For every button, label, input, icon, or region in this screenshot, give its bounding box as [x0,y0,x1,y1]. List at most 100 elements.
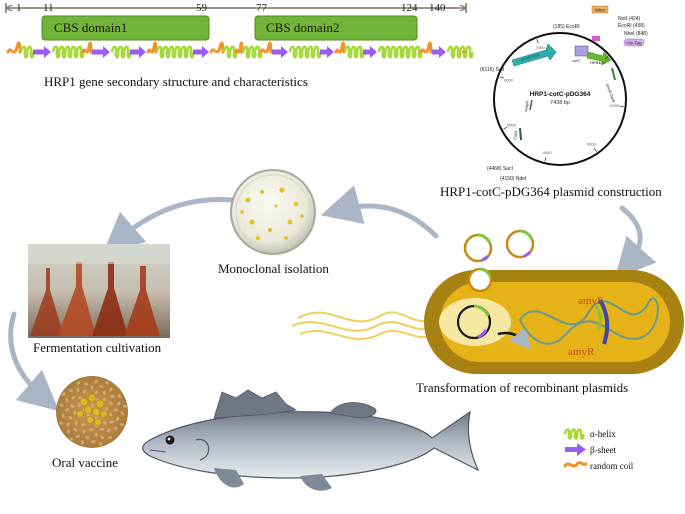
site-noti-424: NotI (424) [618,16,641,22]
fish-body [141,410,480,479]
amyf-label: amyF [578,295,603,307]
petri-dish: Monoclonal isolation [218,169,329,276]
feed-pellet [70,404,75,408]
arrow-plasmid-to-transformation [614,205,657,279]
alpha-helix-segment [241,45,263,59]
bacterial-cell: amyF amyR Transformation of recombinant … [291,270,684,395]
legend-helix-icon [563,428,585,440]
beta-sheet-segment [92,46,110,58]
alpha-helix-segment [446,45,474,59]
plasmid-scale-label: 4000 [543,150,553,155]
bacterial-chromosome [518,297,659,345]
plasmid-scale-label: 3000 [587,142,597,147]
arrow-transformation-to-monoclonal [320,185,439,239]
beta-sheet-segment [320,46,334,58]
random-coil-segment [419,41,433,54]
dorsal-fin-front [213,389,298,419]
feed-pellet [68,416,73,420]
feed-pellet [109,401,113,406]
alpha-helix-segment [343,45,365,59]
beta-sheet-segment [363,46,377,58]
feed-pellet [61,413,65,419]
feed-pellet [91,440,96,444]
plasmid-name: HRP1-cotC-pDG364 [530,91,591,98]
alpha-helix-segment [110,45,132,59]
plasmid-map: HRP1-cotC-pDG364 7438 bp (185) EcoRI Not… [440,5,662,199]
plasmid-scale-label: 6000 [504,77,514,82]
legend-sheet-icon [565,443,586,456]
arrow-fermentation-to-vaccine [8,311,60,412]
feed-pellet [66,422,71,426]
beta-sheet-segment [432,46,446,58]
feed-pellet [76,387,80,393]
flagellum-1 [297,311,431,323]
petri-dish-plate [230,169,316,255]
feed-pellet [107,428,111,433]
oral-vaccine-label: Oral vaccine [52,455,118,470]
alpha-helix-segment [222,45,238,59]
feed-pellet [120,411,124,416]
beta-sheet-segment [193,46,209,58]
legend-coil-label: random coil [590,461,634,471]
feed-pellet [59,403,64,407]
feed-pellet [89,428,94,432]
feature-label-ampr: AmpR [523,100,530,112]
random-coil-segment [209,41,225,54]
random-coil-segment [334,41,346,54]
feed-pellet [109,420,114,424]
fish-eye [165,435,175,445]
tick-label-59: 59 [196,2,208,14]
feed-pellet [78,396,83,400]
alpha-helix-segment [51,45,85,59]
cbs-domain2-box [254,15,418,41]
site-sali-6116: (6116) SalI [480,67,504,73]
vaccine-granules [76,393,108,426]
feed-pellet [100,435,105,440]
random-coil-segment [6,41,22,54]
site-ecori-185: (185) EcoRI [553,24,580,30]
feed-pellet [85,435,90,440]
feed-pellet [102,420,107,425]
dorsal-fin-rear [329,402,377,419]
beta-sheet-segment [130,46,146,58]
site-nhei-848: NheI (848) [624,31,648,37]
tick-label-124: 124 [401,2,418,14]
legend-sheet-label: β-sheet [590,445,617,455]
feed-pellet [109,387,113,392]
beta-sheet-segment [33,46,51,58]
feed-pellet [90,385,94,390]
feed-pellet [102,390,106,395]
plasmid-backbone [493,32,627,166]
random-coil-segment [146,41,158,54]
alpha-helix-segment [19,45,35,59]
plasmid-scale-label: 1000 [597,60,607,65]
hrp1-feature [586,51,612,66]
feed-pellet [117,401,121,406]
feed-pellet [94,432,98,437]
his-tag-box [623,38,645,47]
ampr-feature [529,99,533,111]
transformation-label: Transformation of recombinant plasmids [416,380,628,395]
arrow-monoclonal-to-fermentation [102,197,235,254]
linker-box [591,5,609,14]
legend-helix-label: α-helix [590,429,616,439]
fermentation-photo: Fermentation cultivation [28,244,170,355]
feed-pellet [117,394,122,399]
hrp1-structure-panel: 1 11 59 77 124 140 CBS domain1 CBS domai… [4,2,474,89]
feed-pellet [75,434,80,439]
feed-pellet [102,397,107,402]
alpha-helix-segment [288,45,322,59]
feed-pellet [107,436,112,439]
feed-pellet [109,412,113,417]
feed-pellet [99,385,104,388]
integration-arrow [497,327,531,350]
secondary-structure-track [6,41,474,59]
site-saci-4468: (4468) SacI [487,166,513,172]
feed-pellet [82,429,86,434]
feature-label-hrp1: HRP1 [590,60,601,65]
amyr-label: amyR [568,346,595,358]
site-ecori-458: EcoRI (458) [618,23,645,29]
cbs-domain1-box [41,15,210,41]
feed-pellet [59,421,64,425]
